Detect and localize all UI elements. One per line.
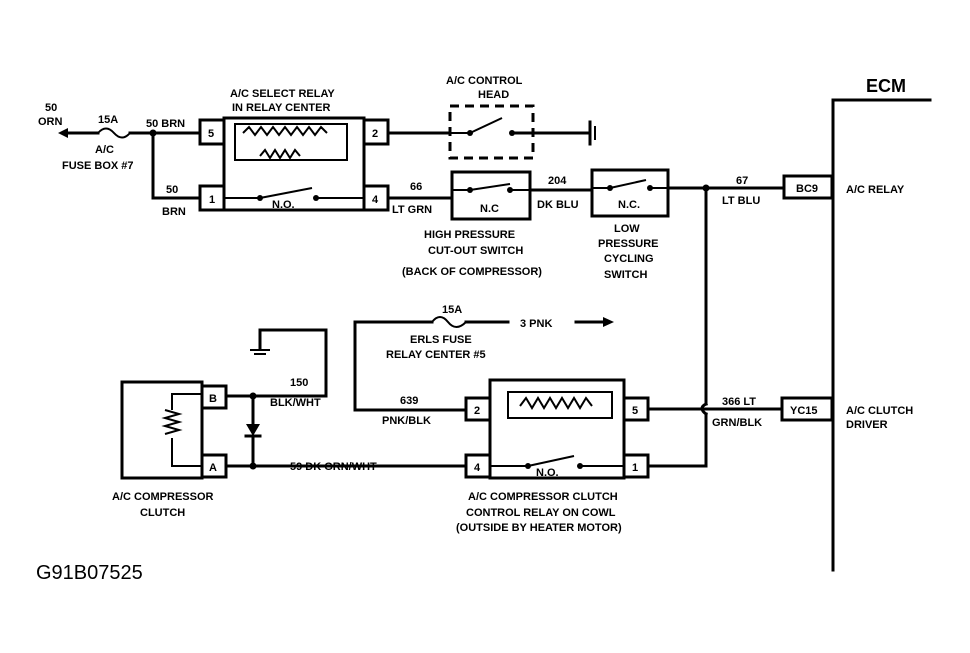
compressor-title-2: CLUTCH bbox=[140, 507, 185, 519]
clutch-relay-contact-label: N.O. bbox=[536, 467, 559, 479]
high-pressure-switch: 66 LT GRN N.C HIGH PRESSURE CUT-OUT SWIT… bbox=[386, 170, 542, 278]
ac-clutch-control-relay: 2 5 4 1 N.O. 366 LT GRN/BLK A/C COMPRESS… bbox=[456, 378, 784, 534]
clutch-relay-title-2: CONTROL RELAY ON COWL bbox=[466, 507, 616, 519]
control-head-title-2: HEAD bbox=[478, 89, 509, 101]
clutch-relay-pin-4-label: 4 bbox=[474, 462, 481, 474]
wire-branch-50-label: 50 bbox=[166, 184, 178, 196]
wire-dk-blu-label: DK BLU bbox=[537, 199, 579, 211]
ecm-ac-relay-label: A/C RELAY bbox=[846, 184, 905, 196]
compressor-title-1: A/C COMPRESSOR bbox=[112, 491, 214, 503]
fuse-15a-symbol bbox=[97, 127, 131, 139]
clutch-relay-title-3: (OUTSIDE BY HEATER MOTOR) bbox=[456, 522, 622, 534]
fuse-box-circuit: 50 ORN 15A A/C FUSE BOX #7 50 BRN 50 BRN bbox=[38, 102, 202, 218]
select-relay-pin-1-label: 1 bbox=[209, 194, 215, 206]
relay-coil-symbol bbox=[242, 125, 328, 137]
low-pressure-contact-label: N.C. bbox=[618, 199, 640, 211]
fuse-15a-label: 15A bbox=[98, 114, 118, 126]
select-relay-pin-1 bbox=[198, 184, 226, 212]
ecm-block: ECM BC9 A/C RELAY YC15 A/C CLUTCH DRIVER bbox=[780, 76, 932, 572]
low-pressure-title-2: PRESSURE bbox=[598, 238, 659, 250]
wire-blk-wht-label: BLK/WHT bbox=[270, 397, 321, 409]
figure-code: G91B07525 bbox=[36, 562, 143, 584]
resistor-symbol bbox=[259, 148, 301, 160]
wire-50-brn-label: 50 BRN bbox=[146, 118, 185, 130]
high-pressure-contact-label: N.C bbox=[480, 203, 499, 215]
compressor-pin-a-label: A bbox=[209, 462, 217, 474]
low-pressure-title-1: LOW bbox=[614, 223, 640, 235]
ac-select-relay: A/C SELECT RELAY IN RELAY CENTER 5 2 1 4… bbox=[198, 88, 390, 212]
diode-icon bbox=[246, 424, 260, 436]
select-relay-contact-label: N.O. bbox=[272, 199, 295, 211]
high-pressure-title-1: HIGH PRESSURE bbox=[424, 229, 515, 241]
low-pressure-switch: 204 DK BLU N.C. LOW PRESSURE CYCLING SWI… bbox=[528, 168, 670, 281]
wire-59-label: 59 DK GRN/WHT bbox=[290, 461, 377, 473]
select-relay-pin-5 bbox=[198, 118, 226, 146]
ecm-terminal-bc9-label: BC9 bbox=[796, 183, 818, 195]
high-pressure-title-2: CUT-OUT SWITCH bbox=[428, 245, 523, 257]
fuse-box-label-1: A/C bbox=[95, 144, 114, 156]
arrow-left-icon bbox=[58, 128, 68, 138]
relay-coil-symbol bbox=[519, 396, 593, 410]
wire-3-pnk-label: 3 PNK bbox=[520, 318, 552, 330]
ecm-title: ECM bbox=[866, 76, 906, 96]
select-relay-pin-4-label: 4 bbox=[372, 194, 379, 206]
wire-grn-blk-label: GRN/BLK bbox=[712, 417, 762, 429]
select-relay-title-2: IN RELAY CENTER bbox=[232, 102, 330, 114]
select-relay-pin-5-label: 5 bbox=[208, 128, 214, 140]
wire-639-label: 639 bbox=[400, 395, 418, 407]
wire-lt-blu-label: LT BLU bbox=[722, 195, 760, 207]
fuse-erls-symbol bbox=[431, 316, 467, 328]
low-pressure-title-3: CYCLING bbox=[604, 253, 654, 265]
wire-branch-brn-label: BRN bbox=[162, 206, 186, 218]
wire-orn-label: ORN bbox=[38, 116, 63, 128]
wire-67-lt-blu: 67 LT BLU bbox=[646, 175, 786, 468]
clutch-coil-symbol bbox=[161, 409, 183, 435]
fuse-box-label-2: FUSE BOX #7 bbox=[62, 160, 134, 172]
ecm-clutch-driver-label-1: A/C CLUTCH bbox=[846, 405, 913, 417]
control-head-title-1: A/C CONTROL bbox=[446, 75, 523, 87]
ac-compressor-clutch: B A 150 BLK/WHT 59 DK GRN/WHT A/C COMPRE… bbox=[112, 328, 468, 519]
erls-fuse-circuit: 15A 3 PNK ERLS FUSE RELAY CENTER #5 639 … bbox=[353, 304, 614, 427]
erls-fuse-title-1: ERLS FUSE bbox=[410, 334, 472, 346]
clutch-relay-pin-1-label: 1 bbox=[632, 462, 638, 474]
ecm-terminal-yc15-label: YC15 bbox=[790, 405, 818, 417]
wire-66-label: 66 bbox=[410, 181, 422, 193]
wire-pnk-blk-label: PNK/BLK bbox=[382, 415, 431, 427]
high-pressure-title-3: (BACK OF COMPRESSOR) bbox=[402, 266, 542, 278]
wire-150-label: 150 bbox=[290, 377, 308, 389]
low-pressure-title-4: SWITCH bbox=[604, 269, 647, 281]
clutch-relay-pin-5-label: 5 bbox=[632, 405, 638, 417]
erls-fuse-title-2: RELAY CENTER #5 bbox=[386, 349, 486, 361]
clutch-relay-pin-2 bbox=[464, 396, 492, 422]
ecm-clutch-driver-label-2: DRIVER bbox=[846, 419, 888, 431]
ac-control-head: A/C CONTROL HEAD bbox=[386, 75, 596, 160]
wire-204-label: 204 bbox=[548, 175, 567, 187]
wire-366-label: 366 LT bbox=[722, 396, 756, 408]
compressor-pin-b-label: B bbox=[209, 393, 217, 405]
wire-67-label: 67 bbox=[736, 175, 748, 187]
clutch-relay-title-1: A/C COMPRESSOR CLUTCH bbox=[468, 491, 618, 503]
arrow-right-icon bbox=[603, 317, 614, 327]
clutch-relay-pin-2-label: 2 bbox=[474, 405, 480, 417]
wire-50-label: 50 bbox=[45, 102, 57, 114]
select-relay-pin-2-label: 2 bbox=[372, 128, 378, 140]
erls-fuse-15a-label: 15A bbox=[442, 304, 462, 316]
wire-lt-grn-label: LT GRN bbox=[392, 204, 432, 216]
select-relay-title-1: A/C SELECT RELAY bbox=[230, 88, 335, 100]
